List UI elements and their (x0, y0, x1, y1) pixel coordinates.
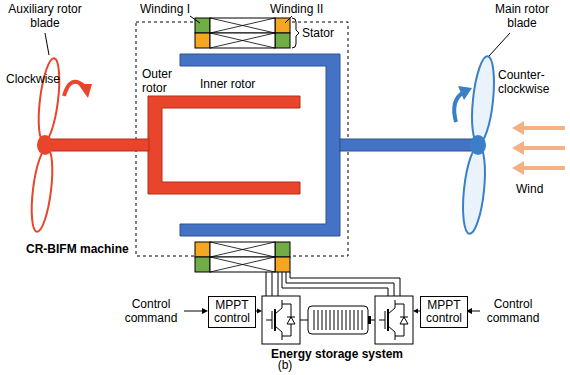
control-box: MPPT control (208, 296, 256, 328)
control-box: MPPT control (420, 296, 468, 328)
clockwise-arrow (64, 82, 92, 98)
leader-line (285, 16, 292, 23)
part-label: Energy storage system (237, 347, 437, 361)
part-label: Winding II (270, 2, 323, 16)
part-label: Winding I (140, 2, 190, 16)
part-label: Main rotor blade (486, 2, 558, 30)
main-blade (459, 55, 497, 235)
part-label: Outer rotor (142, 67, 182, 95)
leader-line (489, 33, 510, 56)
leader-line (190, 16, 200, 23)
outer-rotor (180, 54, 340, 236)
part-label: Clockwise (6, 72, 60, 86)
wind-arrows (512, 121, 565, 175)
box-text: MPPT control (211, 299, 253, 325)
part-label: Stator (302, 26, 334, 40)
inner-rotor (148, 96, 300, 194)
converter (375, 296, 413, 344)
stator-bottom (195, 242, 290, 272)
converter (262, 296, 300, 344)
part-label: Inner rotor (200, 77, 255, 91)
inner-shaft (45, 139, 149, 151)
battery (300, 306, 375, 334)
box-text: MPPT control (423, 299, 465, 325)
part-label: Wind (516, 182, 543, 196)
part-label: Counter-clockwise (498, 68, 564, 96)
leader-line (45, 33, 49, 55)
counter-clockwise-arrow (454, 86, 472, 122)
part-label: Auxiliary rotor blade (6, 2, 84, 30)
stator-top (195, 18, 290, 48)
part-label: Control command (120, 297, 182, 325)
part-label: CR-BIFM machine (26, 242, 129, 256)
winding-wires (266, 272, 400, 296)
figure-caption: (b) (260, 358, 310, 372)
part-label: Control command (482, 297, 544, 325)
stator-bracket (292, 18, 299, 48)
outer-shaft (340, 139, 475, 151)
machine-outline (136, 22, 348, 256)
